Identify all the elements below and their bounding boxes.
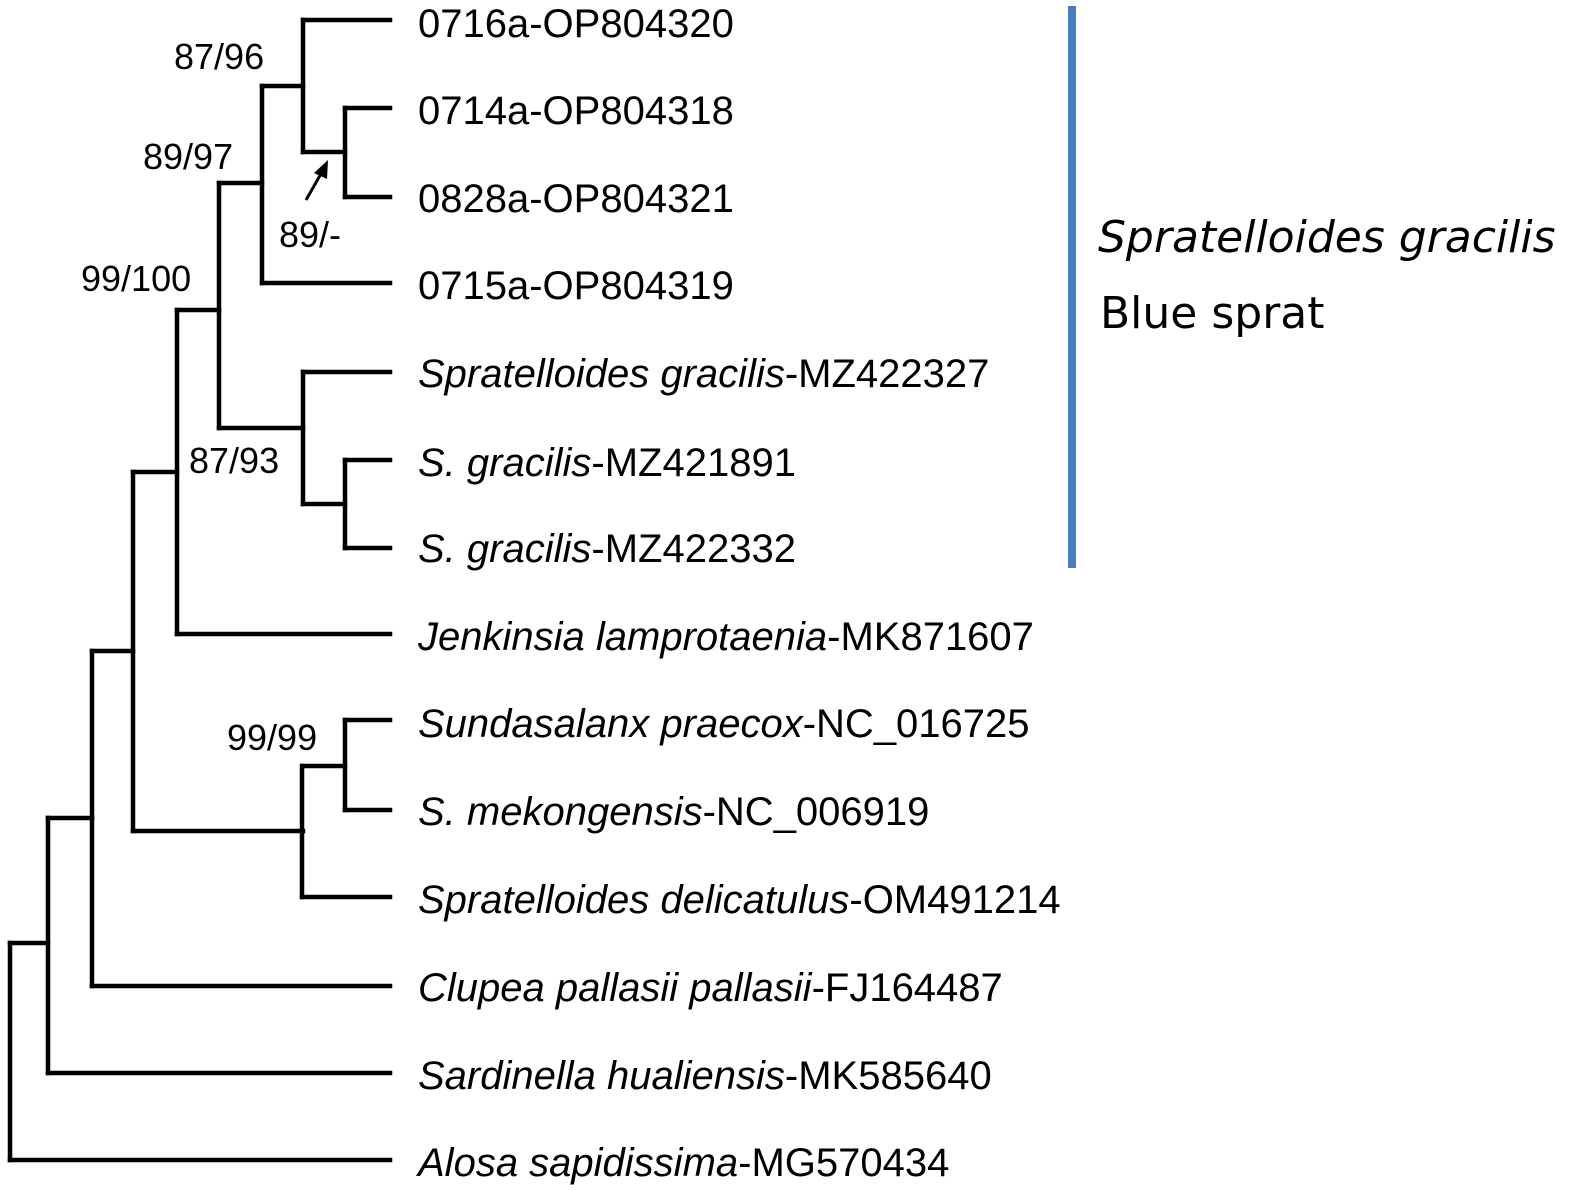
- leaf-label: S. gracilis-MZ422332: [418, 527, 796, 571]
- leaf-label: 0715a-OP804319: [418, 264, 734, 308]
- tree-branches: [7, 17, 393, 1163]
- clade-bar: [1068, 6, 1076, 568]
- support-value: 99/99: [227, 717, 317, 758]
- support-value: 89/-: [279, 214, 341, 255]
- leaf-label: Alosa sapidissima-MG570434: [416, 1141, 949, 1185]
- leaf-label: Spratelloides delicatulus-OM491214: [418, 878, 1061, 922]
- leaf-labels: 0716a-OP804320 0714a-OP804318 0828a-OP80…: [416, 2, 1061, 1185]
- leaf-label: Sundasalanx praecox-NC_016725: [418, 702, 1030, 746]
- leaf-label: Spratelloides gracilis-MZ422327: [418, 352, 989, 396]
- leaf-label: 0828a-OP804321: [418, 177, 734, 221]
- leaf-label: 0716a-OP804320: [418, 2, 734, 46]
- arrow-icon: [304, 160, 328, 201]
- leaf-label: Jenkinsia lamprotaenia-MK871607: [417, 615, 1034, 659]
- support-values: 87/96 89/97 89/- 99/100 87/93 99/99: [81, 36, 341, 758]
- leaf-label: 0714a-OP804318: [418, 89, 734, 133]
- support-value: 87/96: [174, 36, 264, 77]
- leaf-label: Sardinella hualiensis-MK585640: [418, 1054, 992, 1098]
- leaf-label: S. gracilis-MZ421891: [418, 441, 796, 485]
- clade-annotation: Spratelloides gracilis Blue sprat: [1068, 6, 1556, 568]
- leaf-label: Clupea pallasii pallasii-FJ164487: [418, 966, 1003, 1010]
- clade-species-name: Spratelloides gracilis: [1098, 212, 1556, 263]
- support-value: 89/97: [143, 136, 233, 177]
- leaf-label: S. mekongensis-NC_006919: [418, 790, 929, 834]
- clade-common-name: Blue sprat: [1100, 288, 1325, 339]
- support-value: 99/100: [81, 258, 191, 299]
- support-value: 87/93: [189, 440, 279, 481]
